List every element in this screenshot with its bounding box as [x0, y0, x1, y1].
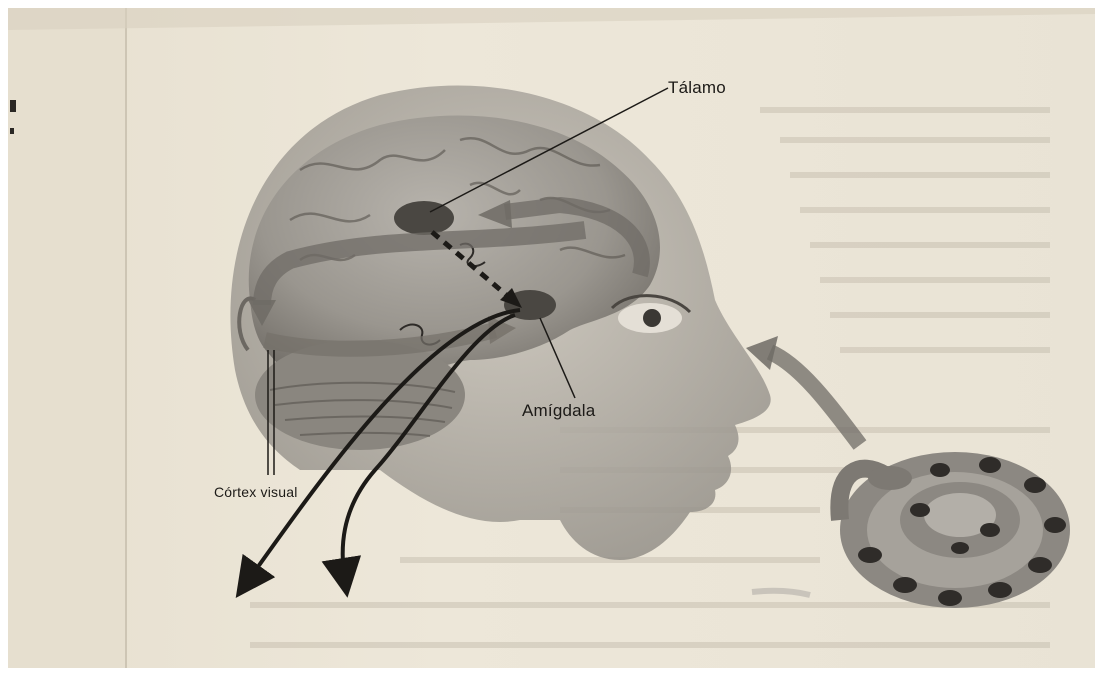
left-page: [8, 8, 126, 668]
label-amigdala: Amígdala: [522, 401, 595, 421]
label-talamo: Tálamo: [668, 78, 726, 98]
thalamus: [394, 201, 454, 235]
label-cortex-visual: Córtex visual: [214, 484, 298, 500]
